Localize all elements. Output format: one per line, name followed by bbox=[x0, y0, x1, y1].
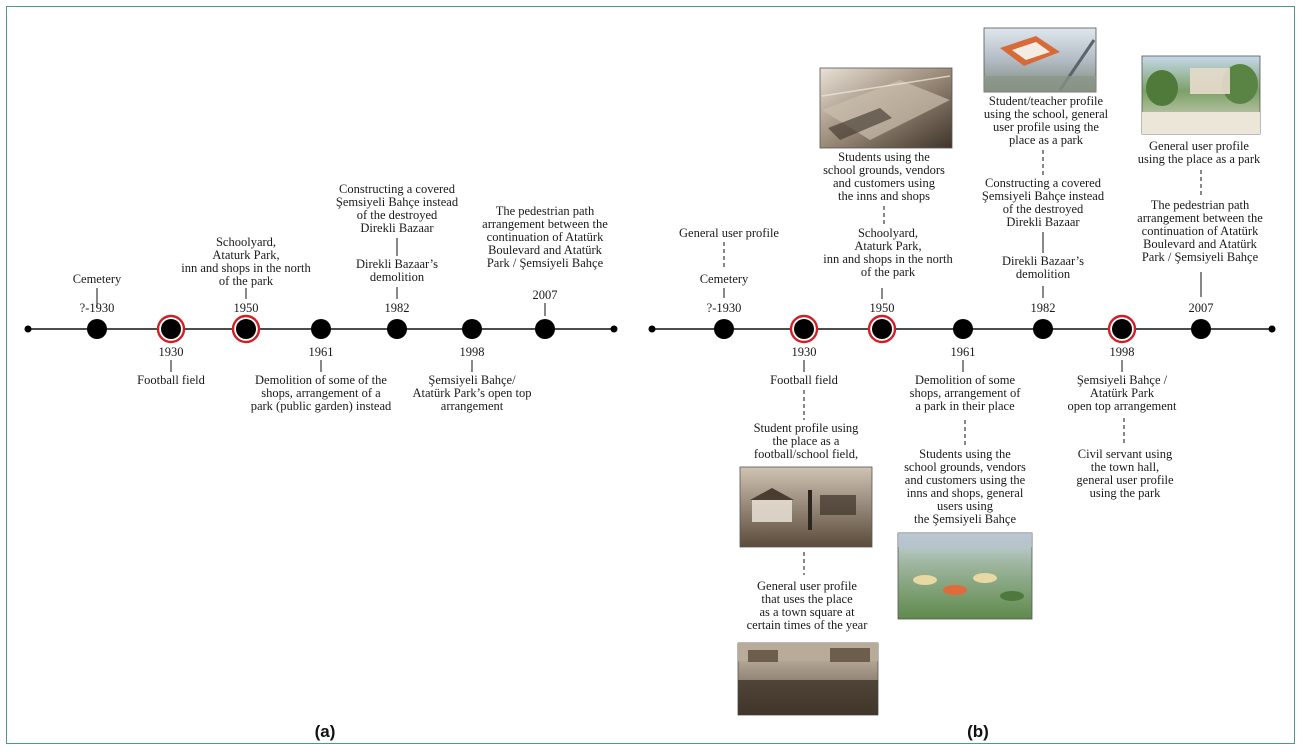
year-label: 1961 bbox=[951, 345, 976, 359]
event-b-pre1930: ?-1930 Cemetery General user profile bbox=[679, 226, 779, 339]
year-label: 1998 bbox=[1110, 345, 1135, 359]
aerial-modern-photo bbox=[983, 27, 1097, 93]
timeline-node bbox=[462, 319, 482, 339]
timeline-node bbox=[953, 319, 973, 339]
old-schoolyard-photo bbox=[739, 466, 873, 548]
timeline-node bbox=[1191, 319, 1211, 339]
event-a-pre1930: ?-1930 Cemetery bbox=[73, 272, 122, 339]
year-label: 1982 bbox=[1031, 301, 1056, 315]
year-label: 1961 bbox=[309, 345, 334, 359]
timeline-node bbox=[1112, 319, 1132, 339]
event-label: Cemetery bbox=[700, 272, 749, 286]
event-a-1950: 1950 Schoolyard,Ataturk Park,inn and sho… bbox=[181, 235, 311, 344]
timeline-node bbox=[535, 319, 555, 339]
aerial-historic-photo bbox=[819, 67, 953, 149]
year-label: 2007 bbox=[533, 288, 558, 302]
axis-end-dot bbox=[1268, 325, 1276, 333]
timeline-node bbox=[794, 319, 814, 339]
event-a-1998: 1998 Şemsiyeli Bahçe/Atatürk Park’s open… bbox=[412, 319, 532, 413]
year-label: 2007 bbox=[1189, 301, 1214, 315]
year-label: 1982 bbox=[385, 301, 410, 315]
panel-a: ?-1930 Cemetery 1930 Football field 1950… bbox=[24, 182, 618, 741]
crowd-square-photo bbox=[737, 642, 879, 716]
event-label: Schoolyard,Ataturk Park,inn and shops in… bbox=[181, 235, 311, 288]
timeline-node bbox=[236, 319, 256, 339]
axis-start-dot bbox=[24, 325, 32, 333]
timeline-node bbox=[387, 319, 407, 339]
timeline-node bbox=[87, 319, 107, 339]
user-profile-label: General user profile bbox=[679, 226, 779, 240]
year-label: 1930 bbox=[159, 345, 184, 359]
year-label: 1950 bbox=[234, 301, 259, 315]
timeline-node bbox=[1033, 319, 1053, 339]
timeline-node bbox=[872, 319, 892, 339]
panel-b: ?-1930 Cemetery General user profile 193… bbox=[648, 27, 1276, 741]
timeline-node bbox=[161, 319, 181, 339]
year-label: ?-1930 bbox=[707, 301, 742, 315]
event-label: Football field bbox=[770, 373, 838, 387]
modern-park-photo bbox=[1141, 55, 1261, 135]
year-label: 1930 bbox=[792, 345, 817, 359]
umbrella-garden-photo bbox=[897, 532, 1033, 620]
event-b-1950: 1950 Schoolyard,Ataturk Park,inn and sho… bbox=[819, 67, 953, 344]
panel-label-b: (b) bbox=[967, 722, 989, 741]
axis-end-dot bbox=[610, 325, 618, 333]
event-label: Schoolyard,Ataturk Park,inn and shops in… bbox=[823, 226, 953, 279]
event-label: Football field bbox=[137, 373, 205, 387]
event-b-1930: 1930 Football field Student profile usin… bbox=[737, 314, 879, 716]
event-a-1930: 1930 Football field bbox=[137, 314, 206, 387]
timeline-node bbox=[714, 319, 734, 339]
year-label: 1950 bbox=[870, 301, 895, 315]
event-label: Cemetery bbox=[73, 272, 122, 286]
year-label: ?-1930 bbox=[80, 301, 115, 315]
figure-border bbox=[6, 6, 1295, 744]
panel-label-a: (a) bbox=[315, 722, 336, 741]
axis-start-dot bbox=[648, 325, 656, 333]
year-label: 1998 bbox=[460, 345, 485, 359]
timeline-node bbox=[311, 319, 331, 339]
